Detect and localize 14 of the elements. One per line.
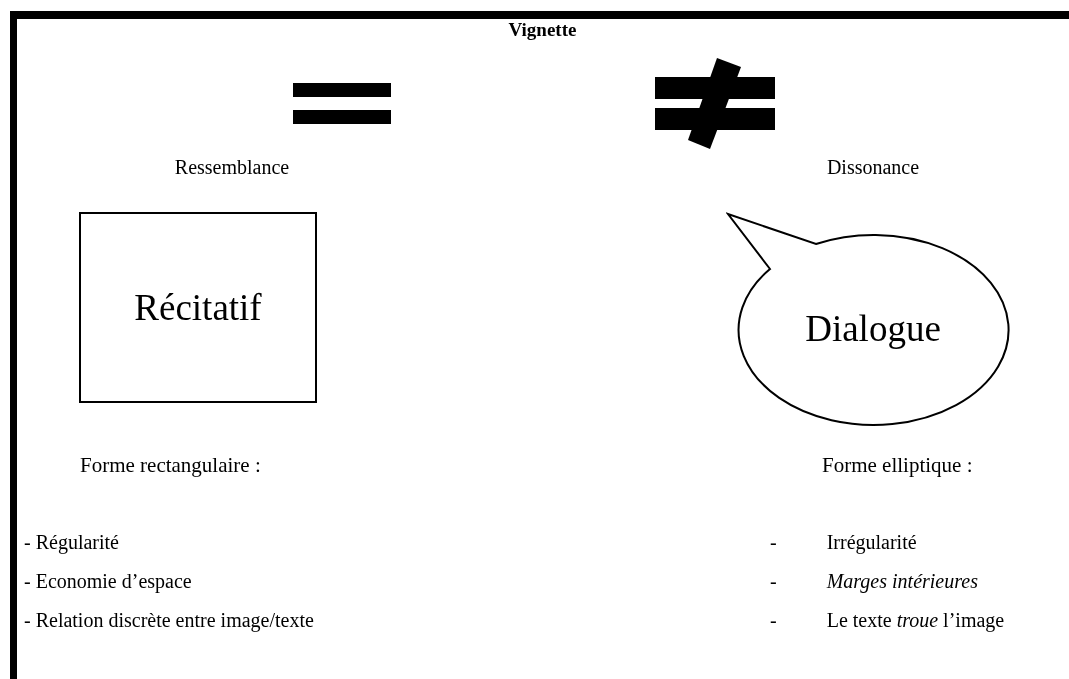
title: Vignette <box>507 19 578 41</box>
label-text: - Irrégularité <box>770 530 917 554</box>
label-text: - Marges intérieures <box>770 569 978 593</box>
label-text: Forme elliptique : <box>822 453 973 479</box>
label-text: - Le texte troue l’image <box>770 608 1005 632</box>
label-text: - Régularité <box>24 530 119 554</box>
node-label: Dialogue <box>804 310 942 347</box>
label-text: Ressemblance <box>174 155 290 179</box>
rectangle-box <box>79 212 317 403</box>
node-label: Récitatif <box>134 286 262 329</box>
label-text: Dissonance <box>826 155 920 179</box>
label-text: Forme rectangulaire : <box>80 453 261 479</box>
label-text: - Economie d’espace <box>24 569 192 593</box>
label-text: - Relation discrète entre image/texte <box>24 608 314 632</box>
